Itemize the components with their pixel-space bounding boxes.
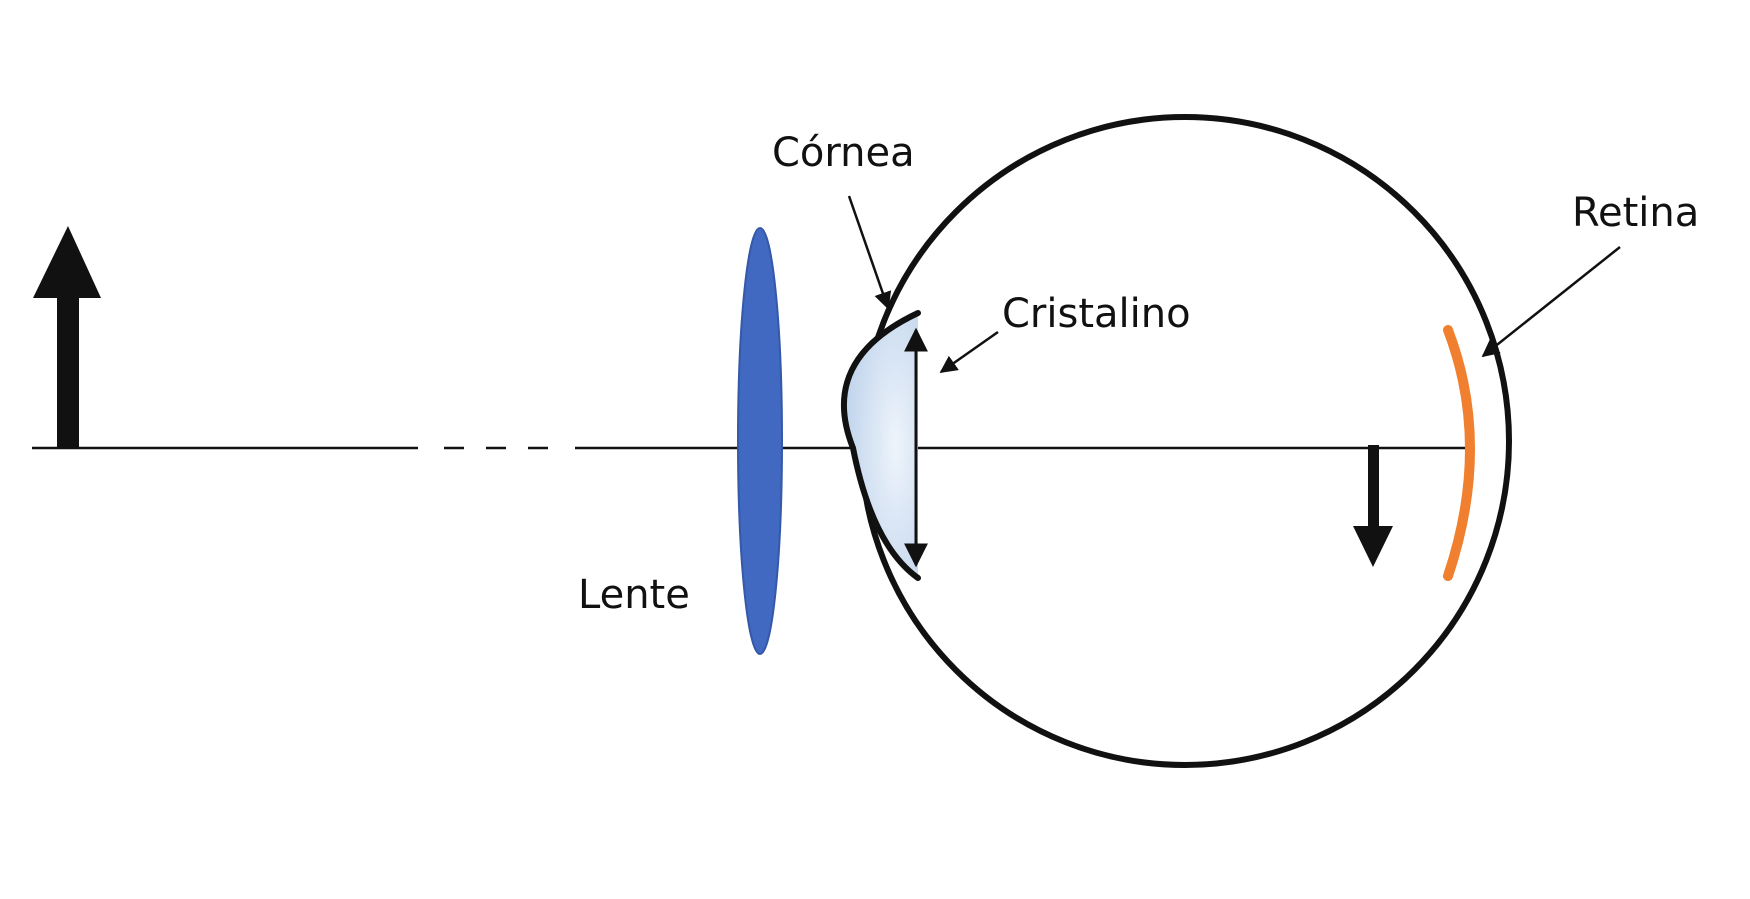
cornea-leader-arrow [847, 195, 892, 310]
eyeball-outline [858, 114, 1512, 768]
cristalino-leader-arrow [939, 330, 999, 374]
cornea-label: Córnea [772, 130, 915, 176]
object-arrow-shaft [57, 295, 79, 448]
image-arrow-shaft [1368, 445, 1379, 530]
cornea-outline [841, 310, 921, 581]
retina-leader-arrow [1481, 246, 1621, 358]
object-arrow-head [33, 226, 101, 298]
corrective-lens [737, 227, 783, 655]
image-arrow [1353, 445, 1393, 567]
crystalline-lens-shape [843, 313, 918, 578]
retina-label: Retina [1572, 190, 1700, 236]
lente-label: Lente [578, 572, 690, 618]
image-arrow-head [1353, 526, 1393, 567]
retina-arc [1443, 325, 1475, 581]
object-arrow [33, 226, 101, 448]
cristalino-label: Cristalino [1002, 291, 1191, 337]
